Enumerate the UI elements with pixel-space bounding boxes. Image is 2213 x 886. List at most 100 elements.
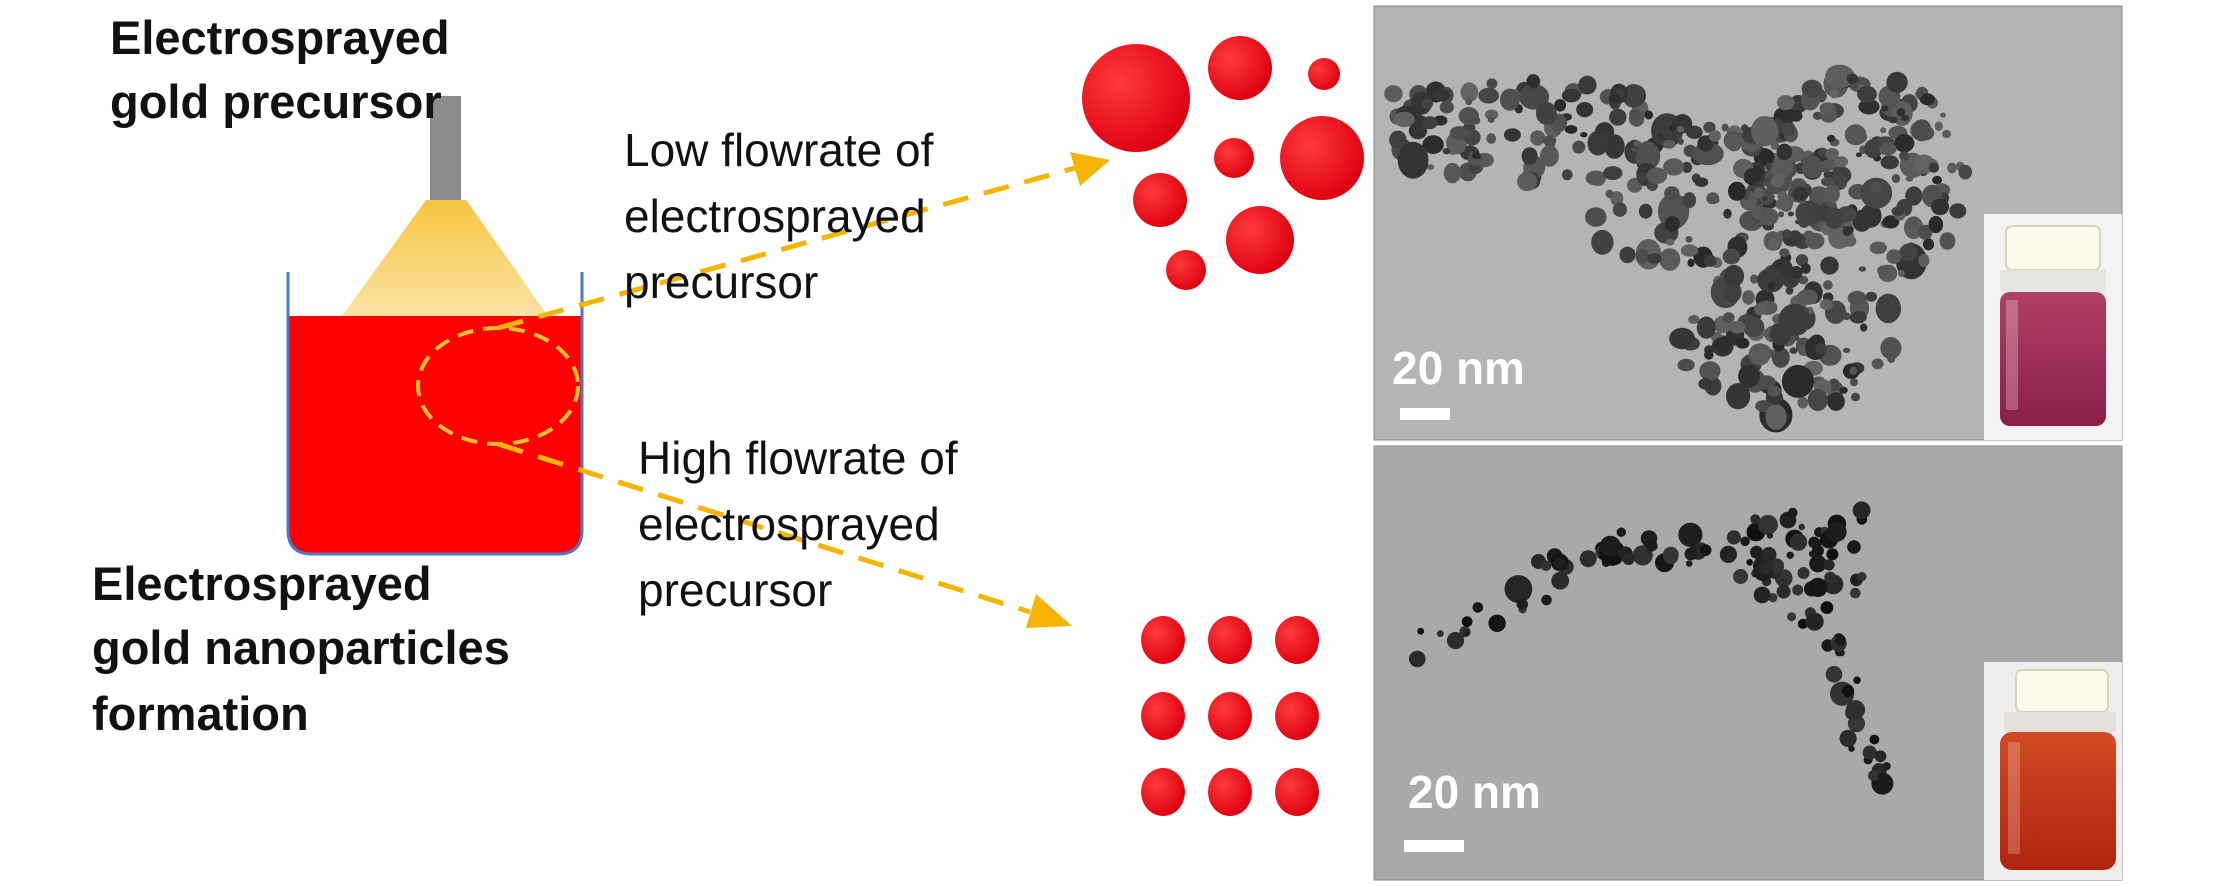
tem-nanoparticle <box>1798 275 1809 285</box>
tem-nanoparticle <box>1899 151 1910 161</box>
tem-nanoparticle <box>1795 254 1809 267</box>
tem-nanoparticle <box>1542 135 1557 146</box>
tem-nanoparticle <box>1721 123 1729 132</box>
tem-nanoparticle <box>1622 84 1645 108</box>
tem-nanoparticle <box>1820 256 1839 275</box>
tem-nanoparticle <box>1852 209 1872 232</box>
tem-nanoparticle <box>1616 527 1627 537</box>
tem-nanoparticle <box>1682 192 1697 209</box>
tem-nanoparticle <box>1860 177 1893 209</box>
tem-nanoparticle <box>1685 125 1703 139</box>
tem-nanoparticle <box>1671 233 1678 240</box>
tem-nanoparticle <box>1684 547 1698 561</box>
tem-nanoparticle <box>1886 249 1902 264</box>
tem-nanoparticle <box>1891 174 1901 183</box>
tem-nanoparticle <box>1669 327 1695 350</box>
tem-nanoparticle <box>1871 358 1884 370</box>
tem-nanoparticle <box>1746 559 1753 566</box>
tem-nanoparticle <box>1850 378 1858 387</box>
tem-nanoparticle <box>1728 181 1746 201</box>
tem-nanoparticle <box>1638 203 1653 219</box>
tem-nanoparticle <box>1663 158 1685 176</box>
tem-nanoparticle <box>1833 156 1849 168</box>
tem-nanoparticle <box>1697 135 1714 152</box>
tem-nanoparticle <box>1827 522 1847 542</box>
tem-nanoparticle <box>1610 191 1624 206</box>
tem-nanoparticle <box>1422 98 1433 110</box>
tem-nanoparticle <box>1797 618 1808 630</box>
tem-nanoparticle <box>1858 99 1880 115</box>
tem-nanoparticle <box>1827 392 1845 411</box>
tem-nanoparticle <box>1635 141 1661 171</box>
tem-nanoparticle <box>1500 88 1520 111</box>
tem-nanoparticle <box>1580 132 1588 138</box>
tem-nanoparticle <box>1604 134 1625 159</box>
tem-nanoparticle <box>1792 186 1809 202</box>
tem-nanoparticle <box>1541 594 1552 606</box>
tem-nanoparticle <box>1622 552 1635 566</box>
tem-nanoparticle <box>1764 177 1771 184</box>
particle-large <box>1214 138 1254 178</box>
tem-nanoparticle <box>1585 207 1607 227</box>
tem-nanoparticle <box>1662 546 1679 563</box>
tem-nanoparticle <box>1808 550 1816 558</box>
tem-nanoparticle <box>1765 404 1787 430</box>
tem-nanoparticle <box>1751 115 1779 147</box>
tem-nanoparticle <box>1778 303 1811 337</box>
tem-nanoparticle <box>1849 311 1867 324</box>
formation-label-line2: gold nanoparticles <box>92 621 510 674</box>
tem-nanoparticle <box>1899 243 1918 261</box>
tem-nanoparticle <box>1561 88 1581 103</box>
tem-nanoparticle <box>1880 127 1887 134</box>
tem-nanoparticle <box>1605 189 1614 198</box>
tem-nanoparticle <box>1843 347 1851 353</box>
tem-nanoparticle <box>1862 745 1877 760</box>
tem-nanoparticle <box>1869 241 1887 255</box>
tem-nanoparticle <box>1777 95 1795 111</box>
tem-nanoparticle <box>1844 124 1867 146</box>
tem-nanoparticle <box>1393 111 1415 128</box>
tem-nanoparticle <box>1797 567 1810 579</box>
tem-nanoparticle <box>1663 139 1676 149</box>
tem-nanoparticle <box>1891 206 1905 216</box>
tem-nanoparticle <box>1824 571 1837 584</box>
tem-nanoparticle <box>1669 125 1676 132</box>
tem-nanoparticle <box>1786 551 1794 559</box>
tem-nanoparticle <box>1744 168 1762 183</box>
tem-nanoparticle <box>1869 734 1880 745</box>
tem-nanoparticle <box>1877 265 1889 276</box>
tem-nanoparticle <box>1789 110 1803 122</box>
tem-nanoparticle <box>1576 102 1594 118</box>
tem-nanoparticle <box>1517 172 1538 192</box>
tem-nanoparticle <box>1835 634 1846 646</box>
tem-nanoparticle <box>1757 268 1785 293</box>
tem-nanoparticle <box>1767 239 1780 251</box>
tem-nanoparticle <box>1779 577 1787 585</box>
tem-nanoparticle <box>1947 162 1957 174</box>
tem-nanoparticle <box>1706 192 1720 205</box>
tem-nanoparticle <box>1729 320 1746 334</box>
tem-nanoparticle <box>1829 88 1839 99</box>
tem-nanoparticle <box>1939 232 1956 250</box>
high-flowrate-label-line2: electrosprayed <box>638 498 940 550</box>
tem-nanoparticle <box>1685 236 1693 243</box>
low-flowrate-label-line1: Low flowrate of <box>624 124 934 176</box>
tem-nanoparticle <box>1855 152 1862 158</box>
tem-nanoparticle <box>1839 729 1857 748</box>
tem-nanoparticle <box>1680 244 1699 257</box>
scale-bar-label-bottom: 20 nm <box>1408 766 1541 818</box>
tem-nanoparticle <box>1853 676 1861 684</box>
tem-nanoparticle <box>1635 249 1650 265</box>
tem-nanoparticle <box>1849 366 1858 375</box>
tem-nanoparticle <box>1753 586 1771 604</box>
tem-nanoparticle <box>1911 119 1932 142</box>
tem-nanoparticle <box>1940 112 1946 118</box>
tem-nanoparticle <box>1797 213 1811 228</box>
tem-nanoparticle <box>1875 293 1902 324</box>
solution <box>288 316 582 554</box>
particles-high-flowrate <box>1141 616 1319 816</box>
tem-nanoparticle <box>1478 87 1499 104</box>
tem-nanoparticle <box>1530 130 1546 146</box>
